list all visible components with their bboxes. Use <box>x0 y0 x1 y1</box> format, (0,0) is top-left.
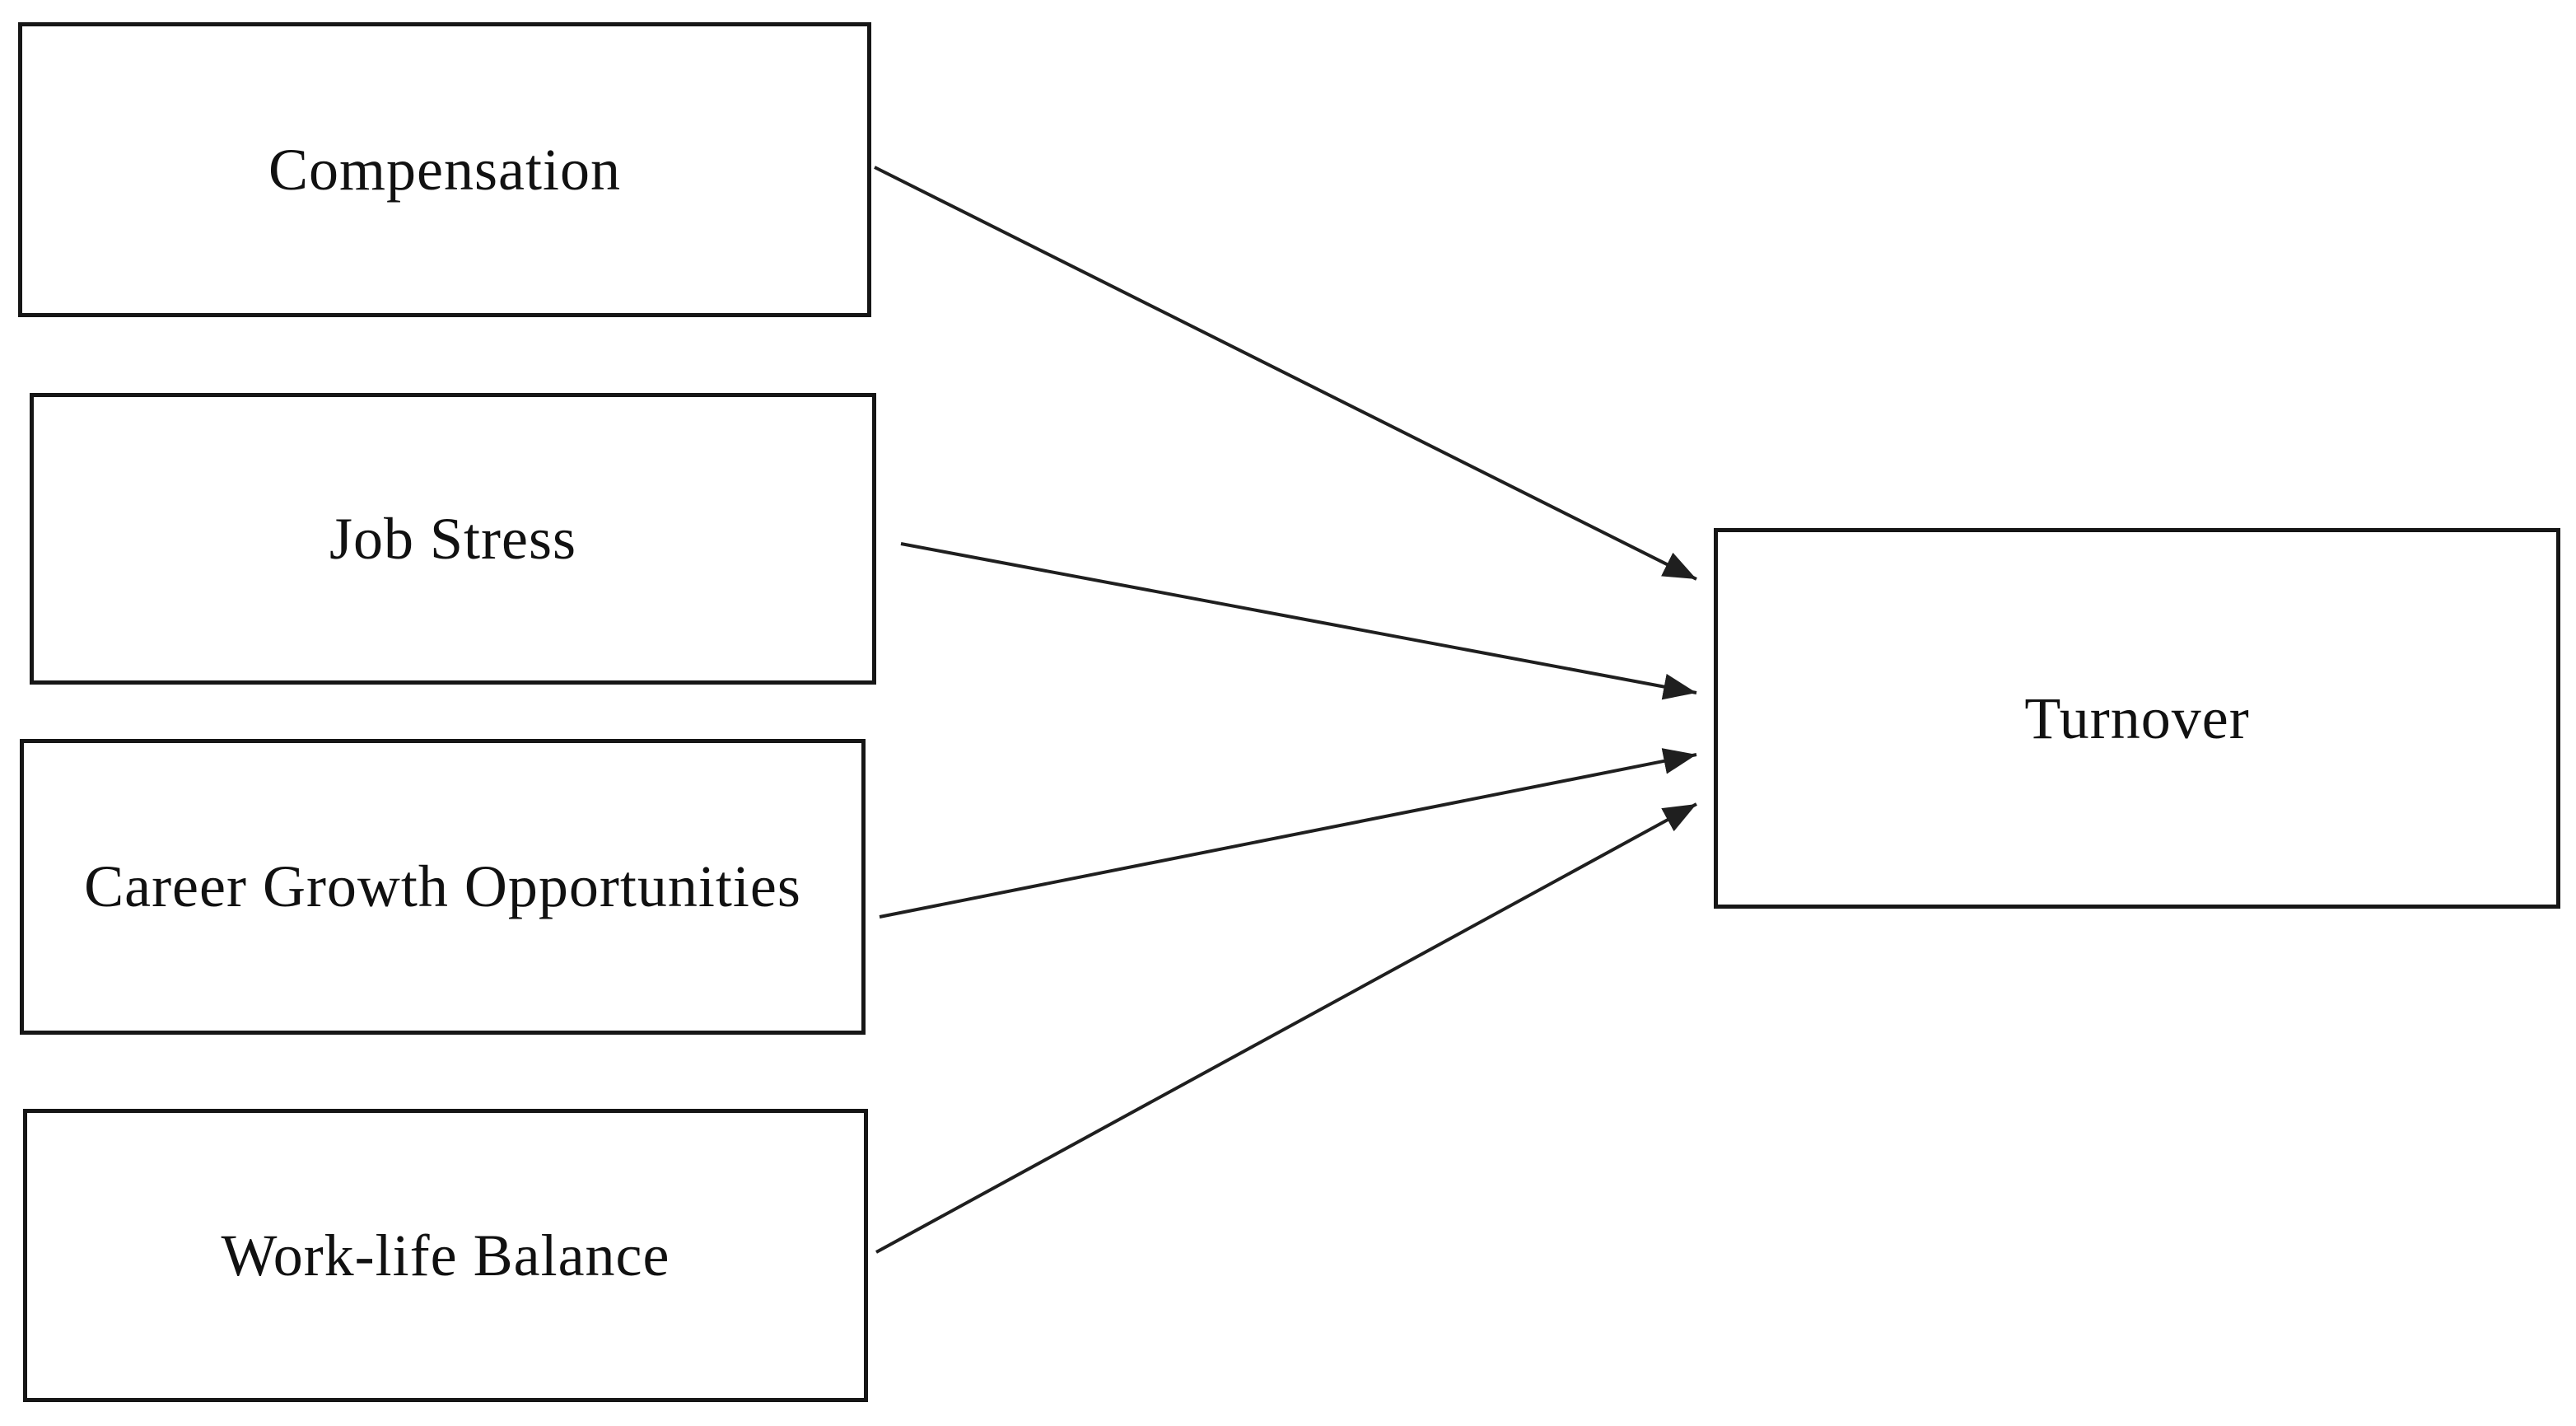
outcome-box-turnover: Turnover <box>1714 528 2560 909</box>
factor-label-career-growth-opportunities: Career Growth Opportunities <box>84 853 801 919</box>
arrow-compensation-to-turnover <box>874 166 1697 581</box>
factor-box-job-stress: Job Stress <box>30 393 876 685</box>
factor-label-compensation: Compensation <box>268 136 621 203</box>
arrow-career-growth-to-turnover <box>879 748 1697 919</box>
factor-label-job-stress: Job Stress <box>329 505 577 572</box>
factor-box-work-life-balance: Work-life Balance <box>23 1109 868 1402</box>
factor-label-work-life-balance: Work-life Balance <box>221 1222 670 1288</box>
factor-box-compensation: Compensation <box>18 22 871 317</box>
arrow-job-stress-to-turnover <box>900 542 1697 700</box>
outcome-label-turnover: Turnover <box>2024 685 2250 751</box>
factor-box-career-growth-opportunities: Career Growth Opportunities <box>20 739 866 1035</box>
arrow-work-life-balance-to-turnover <box>875 802 1697 1254</box>
